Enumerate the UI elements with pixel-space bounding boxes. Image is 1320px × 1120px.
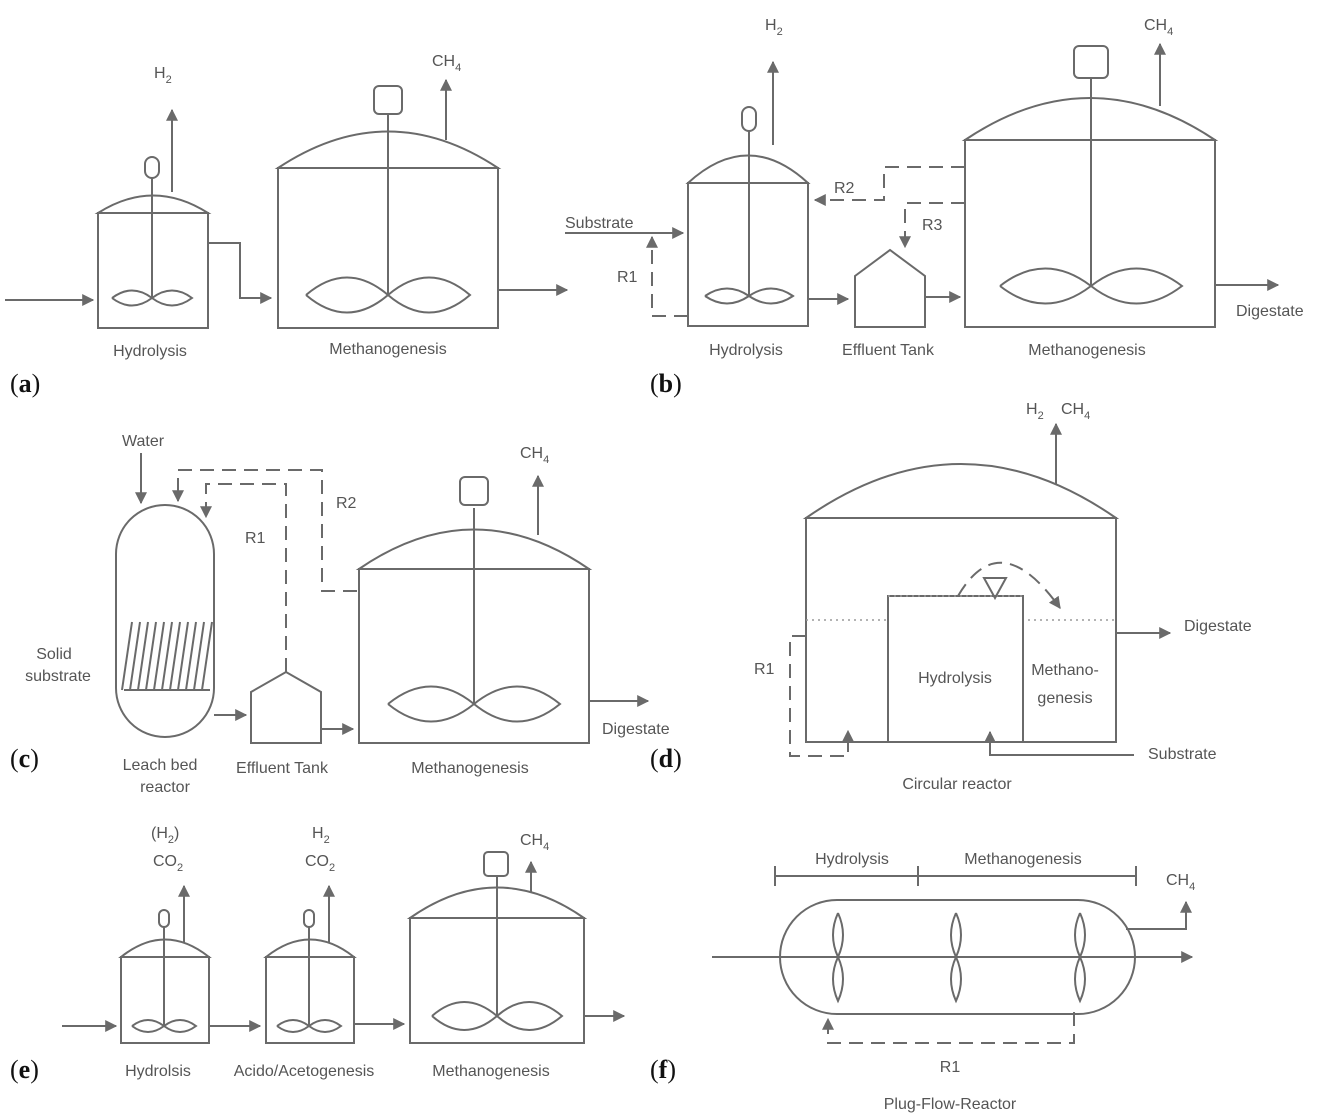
effluent-tank — [250, 670, 322, 744]
label-digestate: Digestate — [1184, 618, 1252, 635]
label-r1: R1 — [617, 269, 638, 286]
water-level-triangle-icon — [982, 577, 1008, 601]
label-r2: R2 — [834, 180, 855, 197]
effluent-tank — [854, 248, 926, 328]
label-effluent-tank: Effluent Tank — [236, 760, 329, 777]
gas-label-h2: H2 — [154, 65, 172, 86]
leach-bed-reactor — [115, 504, 215, 738]
label-r1: R1 — [754, 661, 775, 678]
overflow-arrow — [957, 561, 1061, 609]
panel-tag-a: (a) — [10, 369, 40, 398]
ch4-arrow — [1126, 900, 1192, 930]
transfer-arrow — [208, 242, 273, 304]
impeller-icon — [431, 1001, 564, 1031]
panel-tag-b: (b) — [650, 369, 682, 398]
recycle-r2 — [172, 469, 357, 592]
label-digestate: Digestate — [602, 721, 670, 738]
label-r1: R1 — [940, 1059, 961, 1076]
label-methanogenesis: Methanogenesis — [964, 851, 1081, 868]
panel-c: Water R2 R1 Solid substrate — [10, 433, 670, 796]
motor-icon — [741, 106, 757, 132]
label-substrate: substrate — [25, 668, 91, 685]
recycle-r1 — [789, 635, 854, 757]
recycle-r2 — [813, 166, 965, 206]
impeller-icon — [111, 289, 194, 307]
panel-a: H2 CH4 Hydrolysis Methanogenesis (a) — [5, 53, 569, 398]
gas-label-ch4: CH4 — [1166, 872, 1195, 893]
label-solid: Solid — [36, 646, 72, 663]
impeller-icon — [387, 685, 562, 723]
recycle-r3 — [899, 202, 965, 249]
label-hydrolysis: Hydrolysis — [918, 670, 992, 687]
impeller-icon — [704, 287, 795, 305]
impeller-icon — [131, 1019, 198, 1033]
motor-icon — [144, 156, 160, 179]
panel-tag-c: (c) — [10, 744, 39, 773]
impeller-icon — [999, 267, 1184, 305]
label-r2: R2 — [336, 495, 357, 512]
label-methanogenesis: Methanogenesis — [432, 1063, 549, 1080]
motor-icon — [158, 909, 170, 928]
panel-d: H2 CH4 Digestate R1 Hydrolysis Methano- … — [650, 401, 1252, 793]
label-substrate: Substrate — [1148, 746, 1217, 763]
panel-e: (H2) CO2 H2 CO2 CH4 Hydrolsis Acido/Acet… — [10, 825, 626, 1084]
label-genesis: genesis — [1037, 690, 1092, 707]
gas-label-h2-paren: (H2) — [151, 825, 179, 846]
label-hydrolysis: Hydrolysis — [815, 851, 889, 868]
label-methanogenesis: Methanogenesis — [1028, 342, 1145, 359]
impeller-icon — [276, 1019, 343, 1033]
impeller-icon — [832, 912, 844, 1004]
panel-f: Hydrolysis Methanogenesis CH4 R1 Plug-Fl… — [650, 851, 1195, 1113]
impeller-icon — [305, 276, 472, 314]
circular-reactor-dome — [802, 463, 1120, 519]
label-hydrolysis: Hydrolysis — [709, 342, 783, 359]
hydrolysis-inner-chamber — [887, 595, 1024, 743]
impeller-icon — [950, 912, 962, 1004]
label-digestate: Digestate — [1236, 303, 1304, 320]
panel-b: Substrate R1 H2 R2 R3 CH4 Digestate Hydr… — [565, 17, 1304, 398]
gas-label-h2: H2 — [312, 825, 330, 846]
label-hydrolsis: Hydrolsis — [125, 1063, 191, 1080]
label-methano: Methano- — [1031, 662, 1099, 679]
motor-icon — [459, 476, 489, 506]
motor-icon — [303, 909, 315, 928]
panel-tag-d: (d) — [650, 744, 682, 773]
gas-label-h2: H2 — [765, 17, 783, 38]
motor-icon — [483, 851, 509, 877]
label-r1: R1 — [245, 530, 266, 547]
label-leach-bed: Leach bed — [123, 757, 198, 774]
motor-icon — [1073, 45, 1109, 79]
label-acido-acetogenesis: Acido/Acetogenesis — [234, 1063, 375, 1080]
gas-label-ch4: CH4 — [520, 832, 549, 853]
gas-label-co2: CO2 — [305, 853, 335, 874]
recycle-r1 — [822, 1012, 1075, 1044]
gas-label-co2: CO2 — [153, 853, 183, 874]
label-effluent-tank: Effluent Tank — [842, 342, 935, 359]
gas-label-ch4: CH4 — [432, 53, 461, 74]
panel-tag-e: (e) — [10, 1055, 39, 1084]
label-substrate: Substrate — [565, 215, 634, 232]
label-r3: R3 — [922, 217, 943, 234]
panel-tag-f: (f) — [650, 1055, 676, 1084]
motor-icon — [373, 85, 403, 115]
recycle-r1 — [646, 235, 688, 317]
label-reactor: reactor — [140, 779, 190, 796]
label-methanogenesis: Methanogenesis — [329, 341, 446, 358]
label-plug-flow-reactor: Plug-Flow-Reactor — [884, 1096, 1017, 1113]
gas-label-ch4: CH4 — [1061, 401, 1090, 422]
solid-substrate-hatching — [121, 621, 213, 691]
label-water: Water — [122, 433, 165, 450]
gas-label-ch4: CH4 — [1144, 17, 1173, 38]
recycle-r1 — [200, 483, 287, 672]
label-hydrolysis: Hydrolysis — [113, 343, 187, 360]
label-circular-reactor: Circular reactor — [902, 776, 1012, 793]
impeller-icon — [1074, 912, 1086, 1004]
substrate-arrow — [984, 730, 1134, 756]
gas-label-h2: H2 — [1026, 401, 1044, 422]
gas-label-ch4: CH4 — [520, 445, 549, 466]
label-methanogenesis: Methanogenesis — [411, 760, 528, 777]
